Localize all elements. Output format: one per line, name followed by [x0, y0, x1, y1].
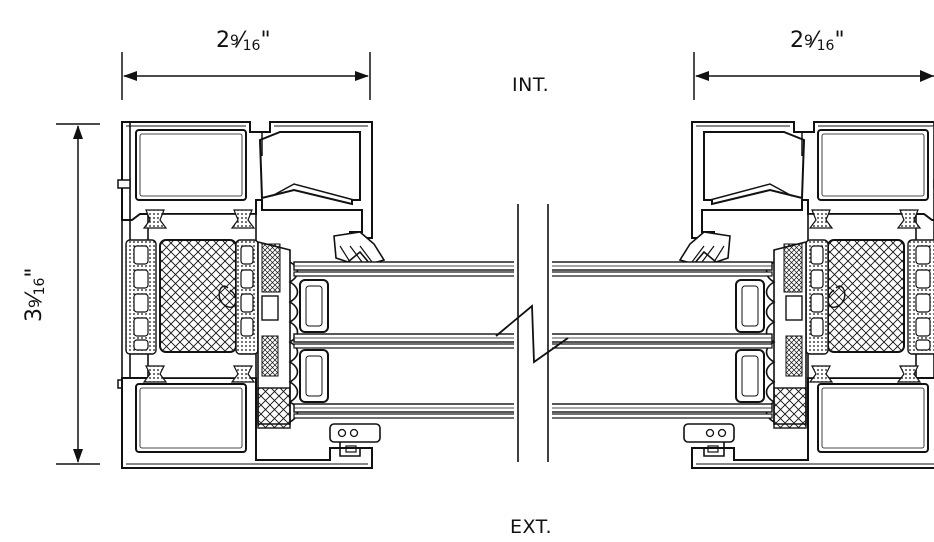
width-label-right: 29⁄16"	[790, 28, 845, 54]
exterior-label: EXT.	[510, 516, 553, 538]
height-dimension	[56, 123, 100, 465]
interior-label: INT.	[512, 74, 550, 96]
width-dimension-right	[693, 52, 934, 100]
width-label-left: 29⁄16"	[216, 28, 271, 54]
width-dimension-left	[121, 52, 371, 100]
height-label: 39⁄16"	[22, 267, 48, 322]
break-line	[495, 204, 569, 462]
